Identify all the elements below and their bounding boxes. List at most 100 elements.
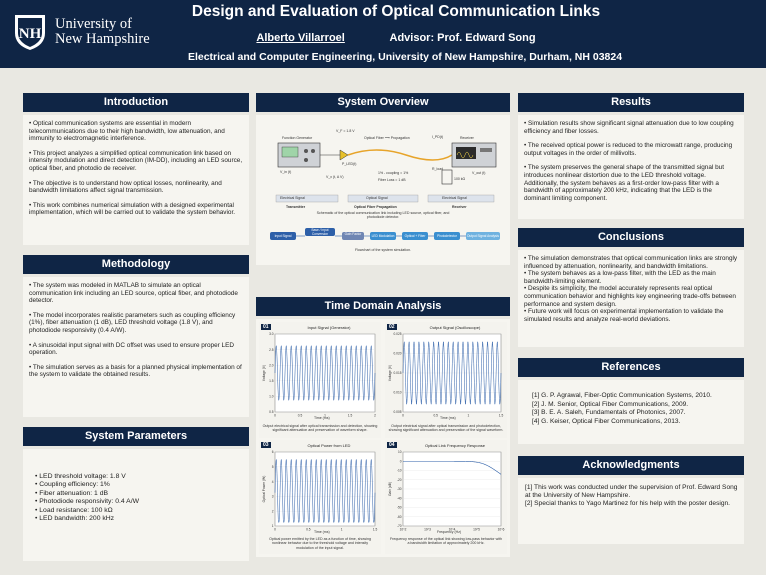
x-tick-label: 1.5: [373, 528, 378, 532]
x-tick-label: 10^4: [449, 528, 456, 532]
plot-caption: Frequency response of the optical link s…: [389, 537, 503, 546]
x-tick-label: 1: [467, 414, 469, 418]
ipd-label: I_PD(t): [432, 135, 444, 139]
plot-xlabel: Frequency (Hz): [437, 530, 462, 534]
conclusions-box: • The simulation demonstrates that optic…: [518, 250, 744, 347]
vf-label: V_F = 1.8 V: [336, 129, 355, 133]
introduction-text: • Optical communication systems are esse…: [29, 120, 243, 224]
system-parameters-list: • LED threshold voltage: 1.8 V • Couplin…: [35, 473, 235, 523]
x-tick-label: 10^6: [498, 528, 505, 532]
system-overview-heading: System Overview: [256, 93, 510, 112]
y-tick-label: 0: [400, 459, 402, 463]
y-tick-label: -50: [397, 506, 402, 510]
y-tick-label: 0.020: [394, 352, 402, 356]
reference-item: [4] G. Keiser, Optical Fiber Communicati…: [532, 417, 681, 425]
y-tick-label: 1.5: [269, 379, 274, 383]
flow-step: LED Modulation: [370, 232, 396, 240]
rload-label: R_load: [432, 167, 444, 171]
y-tick-label: 0.025: [394, 332, 402, 336]
flow-step: Input Signal: [270, 232, 296, 240]
plot-caption: Optical power emitted by the LED as a fu…: [269, 537, 371, 550]
system-parameters-box: • LED threshold voltage: 1.8 V • Couplin…: [23, 449, 249, 561]
electrical-signal-label-2: Electrical Signal: [442, 196, 467, 200]
plot-title: Output Signal (Oscilloscope): [429, 325, 481, 330]
affiliation: Electrical and Computer Engineering, Uni…: [187, 51, 623, 63]
vout-label: V_out (t): [472, 171, 486, 175]
authors-line: Alberto Villarroel Advisor: Prof. Edward…: [166, 32, 626, 44]
acknowledgments-box: [1] This work was conducted under the su…: [518, 478, 744, 544]
acknowledgment-item: [1] This work was conducted under the su…: [525, 484, 738, 499]
y-tick-label: 6: [272, 450, 274, 454]
methodology-bullet: • The model incorporates realistic param…: [29, 311, 236, 334]
y-tick-label: 4: [272, 480, 274, 484]
y-tick-label: 2: [272, 509, 274, 513]
flow-step: Gain Factor: [342, 232, 364, 240]
university-line-1: University of: [55, 16, 132, 32]
optical-fiber-icon: [347, 149, 453, 161]
y-axis-label: Gain (dB): [388, 482, 392, 496]
y-tick-label: -70: [397, 524, 402, 528]
x-tick-label: 0: [274, 414, 276, 418]
y-tick-label: -40: [397, 496, 402, 500]
y-axis-label: Voltage (V): [262, 365, 266, 381]
introduction-bullet: • Optical communication systems are esse…: [29, 120, 225, 143]
optical-fiber-propagation-label: Optical Fiber Propagation: [354, 205, 397, 209]
fiber-loss-label: Fiber Loss = 1 dB: [378, 178, 406, 182]
y-tick-label: 0.015: [394, 371, 402, 375]
introduction-heading: Introduction: [23, 93, 249, 112]
references-list: [1] G. P. Agrawal, Fiber-Optic Communica…: [532, 392, 738, 426]
plot-xlabel: Time (ms): [314, 416, 330, 420]
x-tick-label: 0.5: [298, 414, 303, 418]
results-box: • Simulation results show significant si…: [518, 115, 744, 219]
flow-caption: Flowchart of the system simulation.: [354, 248, 412, 252]
coupling-label: 1% - coupling = 1%: [378, 171, 409, 175]
y-tick-label: -20: [397, 478, 402, 482]
poster-title: Design and Evaluation of Optical Communi…: [191, 3, 601, 20]
y-tick-label: -30: [397, 487, 402, 491]
plot-tag: 04: [387, 442, 397, 448]
plot-caption: Output electrical signal after optical t…: [388, 424, 504, 433]
plot-title: Optical Power from LED: [307, 443, 351, 448]
x-tick-label: 1: [324, 414, 326, 418]
svg-text:NH: NH: [19, 26, 42, 42]
conclusions-bullet: • Despite its simplicity, the model accu…: [524, 285, 736, 308]
x-tick-label: 1: [341, 528, 343, 532]
plot-tag: 02: [387, 324, 397, 330]
references-heading: References: [518, 358, 744, 377]
y-tick-label: 10: [398, 450, 402, 454]
reference-item: [1] G. P. Agrawal, Fiber-Optic Communica…: [532, 392, 712, 399]
parameter-item: • LED threshold voltage: 1.8 V: [35, 473, 126, 480]
plot-tag: 03: [261, 442, 271, 448]
x-tick-label: 1.5: [348, 414, 353, 418]
system-schematic: [275, 142, 497, 203]
conclusions-bullet: • The simulation demonstrates that optic…: [524, 255, 738, 270]
parameter-item: • Photodiode responsivity: 0.4 A/W: [35, 498, 140, 506]
results-bullet: • Simulation results show significant si…: [524, 120, 734, 135]
unh-shield-logo: NH: [15, 15, 45, 50]
acknowledgment-item: [2] Special thanks to Yago Martinez for …: [525, 500, 731, 507]
acknowledgments-heading: Acknowledgments: [518, 456, 744, 475]
acknowledgments-list: [1] This work was conducted under the su…: [525, 484, 739, 508]
x-tick-label: 0.5: [433, 414, 438, 418]
x-tick-label: 2: [374, 414, 376, 418]
y-tick-label: 1: [272, 524, 274, 528]
plot-caption: Output electrical signal after optical t…: [262, 424, 378, 433]
y-tick-label: 5: [272, 465, 274, 469]
y-tick-label: 0.5: [269, 410, 274, 414]
pled-label: P_LED(t): [342, 162, 357, 166]
series-line: [403, 460, 502, 475]
x-tick-label: 10^2: [400, 528, 407, 532]
vin-label: V_in (t): [280, 170, 292, 174]
references-box: [1] G. P. Agrawal, Fiber-Optic Communica…: [518, 380, 744, 444]
results-bullet: • The system preserves the general shape…: [524, 164, 724, 202]
y-tick-label: 0.005: [394, 410, 402, 414]
fiber-propagation-label: Optical Fiber ⟶ Propagation: [364, 136, 410, 140]
schematic-caption: Schematic of the optical communication l…: [316, 211, 450, 220]
conclusions-text: • The simulation demonstrates that optic…: [524, 255, 738, 323]
conclusions-bullet: • Future work will focus on experimental…: [524, 308, 724, 323]
results-text: • Simulation results show significant si…: [524, 120, 738, 209]
transmitter-label: Transmitter: [286, 205, 306, 209]
